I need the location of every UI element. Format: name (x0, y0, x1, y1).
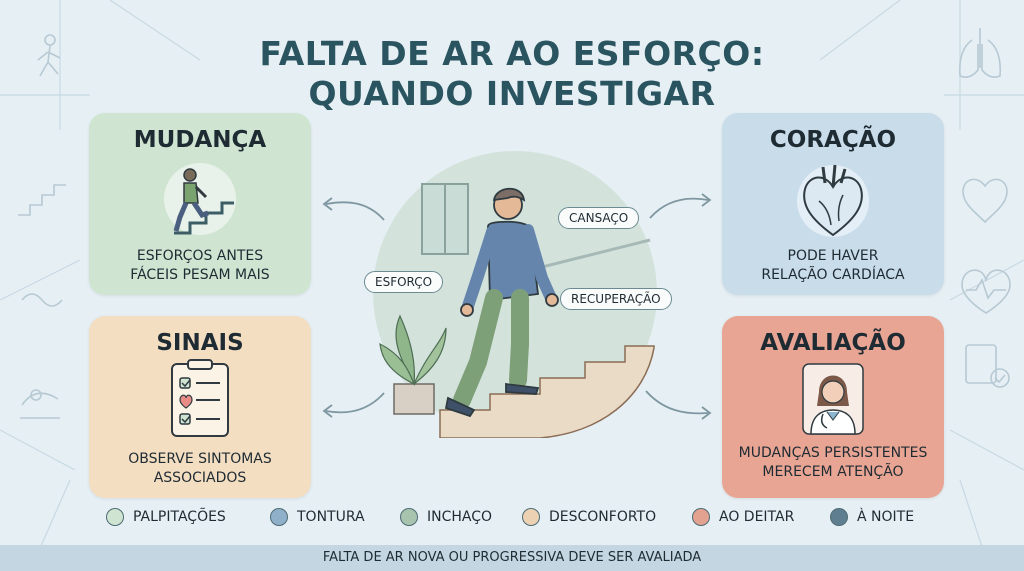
card-coracao-text: PODE HAVER RELAÇÃO CARDÍACA (722, 247, 944, 285)
card-sinais-text1: OBSERVE SINTOMAS (128, 451, 272, 467)
label-cansaco: CANSAÇO (558, 207, 640, 229)
card-coracao-text1: PODE HAVER (787, 248, 879, 264)
label-esforco: ESFORÇO (364, 271, 444, 293)
legend-item-palpitacoes: PALPITAÇÕES (106, 508, 226, 526)
card-sinais: SINAIS OBSERVE SINTOMAS ASSOCIADOS (89, 316, 311, 498)
legend-item-a-noite: À NOITE (830, 508, 914, 526)
legend-item-inchaco: INCHAÇO (400, 508, 492, 526)
legend-dot (830, 508, 848, 526)
card-mudanca-text: ESFORÇOS ANTES FÁCEIS PESAM MAIS (89, 247, 311, 285)
doctor-icon (802, 363, 864, 435)
page-title-line1: FALTA DE AR AO ESFORÇO: (259, 34, 765, 73)
card-sinais-text2: ASSOCIADOS (153, 470, 247, 486)
card-sinais-text: OBSERVE SINTOMAS ASSOCIADOS (89, 450, 311, 488)
footer-banner: FALTA DE AR NOVA OU PROGRESSIVA DEVE SER… (0, 545, 1024, 571)
legend-item-desconforto: DESCONFORTO (522, 508, 656, 526)
legend-label: DESCONFORTO (549, 509, 657, 525)
card-coracao: CORAÇÃO PODE HAVER RELAÇÃO CARDÍACA (722, 113, 944, 295)
heart-icon (797, 164, 869, 237)
arrow-to-avaliacao (645, 390, 712, 420)
man-climbing-stairs (444, 187, 559, 418)
person-climbing-stairs-icon (164, 163, 236, 235)
card-mudanca-text2: FÁCEIS PESAM MAIS (130, 267, 270, 283)
label-recuperacao: RECUPERAÇÃO (560, 288, 672, 310)
page-title-line2: QUANDO INVESTIGAR (308, 74, 716, 113)
arrow-to-mudanca (322, 197, 385, 221)
card-avaliacao-text1: MUDANÇAS PERSISTENTES (738, 445, 928, 461)
card-sinais-title: SINAIS (156, 330, 244, 356)
card-avaliacao-text: MUDANÇAS PERSISTENTES MERECEM ATENÇÃO (722, 444, 944, 482)
legend-label: PALPITAÇÕES (133, 509, 226, 525)
card-coracao-title: CORAÇÃO (769, 127, 897, 153)
card-avaliacao-title: AVALIAÇÃO (760, 330, 906, 356)
checklist-clipboard-icon (171, 359, 229, 437)
legend-item-ao-deitar: AO DEITAR (692, 508, 794, 526)
card-avaliacao-text2: MERECEM ATENÇÃO (762, 464, 904, 480)
legend-label: À NOITE (857, 509, 915, 525)
legend-dot (400, 508, 418, 526)
card-mudanca-text1: ESFORÇOS ANTES (136, 248, 264, 264)
arrow-to-sinais (322, 392, 385, 418)
arrow-to-coracao (649, 193, 712, 219)
legend-item-tontura: TONTURA (270, 508, 365, 526)
legend-label: AO DEITAR (719, 509, 795, 525)
card-mudanca: MUDANÇA ESFORÇOS ANTES FÁCEIS PESAM MAIS (89, 113, 311, 295)
central-scene-illustration (373, 151, 657, 438)
legend-dot (270, 508, 288, 526)
symptom-legend: PALPITAÇÕES TONTURA INCHAÇO DESCONFORTO … (0, 508, 1024, 534)
card-mudanca-title: MUDANÇA (133, 127, 267, 153)
legend-label: INCHAÇO (427, 509, 493, 525)
card-coracao-text2: RELAÇÃO CARDÍACA (761, 267, 905, 283)
legend-label: TONTURA (297, 509, 365, 525)
legend-dot (106, 508, 124, 526)
card-avaliacao: AVALIAÇÃO MUDANÇAS PERSISTENTES MERECEM … (722, 316, 944, 498)
legend-dot (522, 508, 540, 526)
legend-dot (692, 508, 710, 526)
